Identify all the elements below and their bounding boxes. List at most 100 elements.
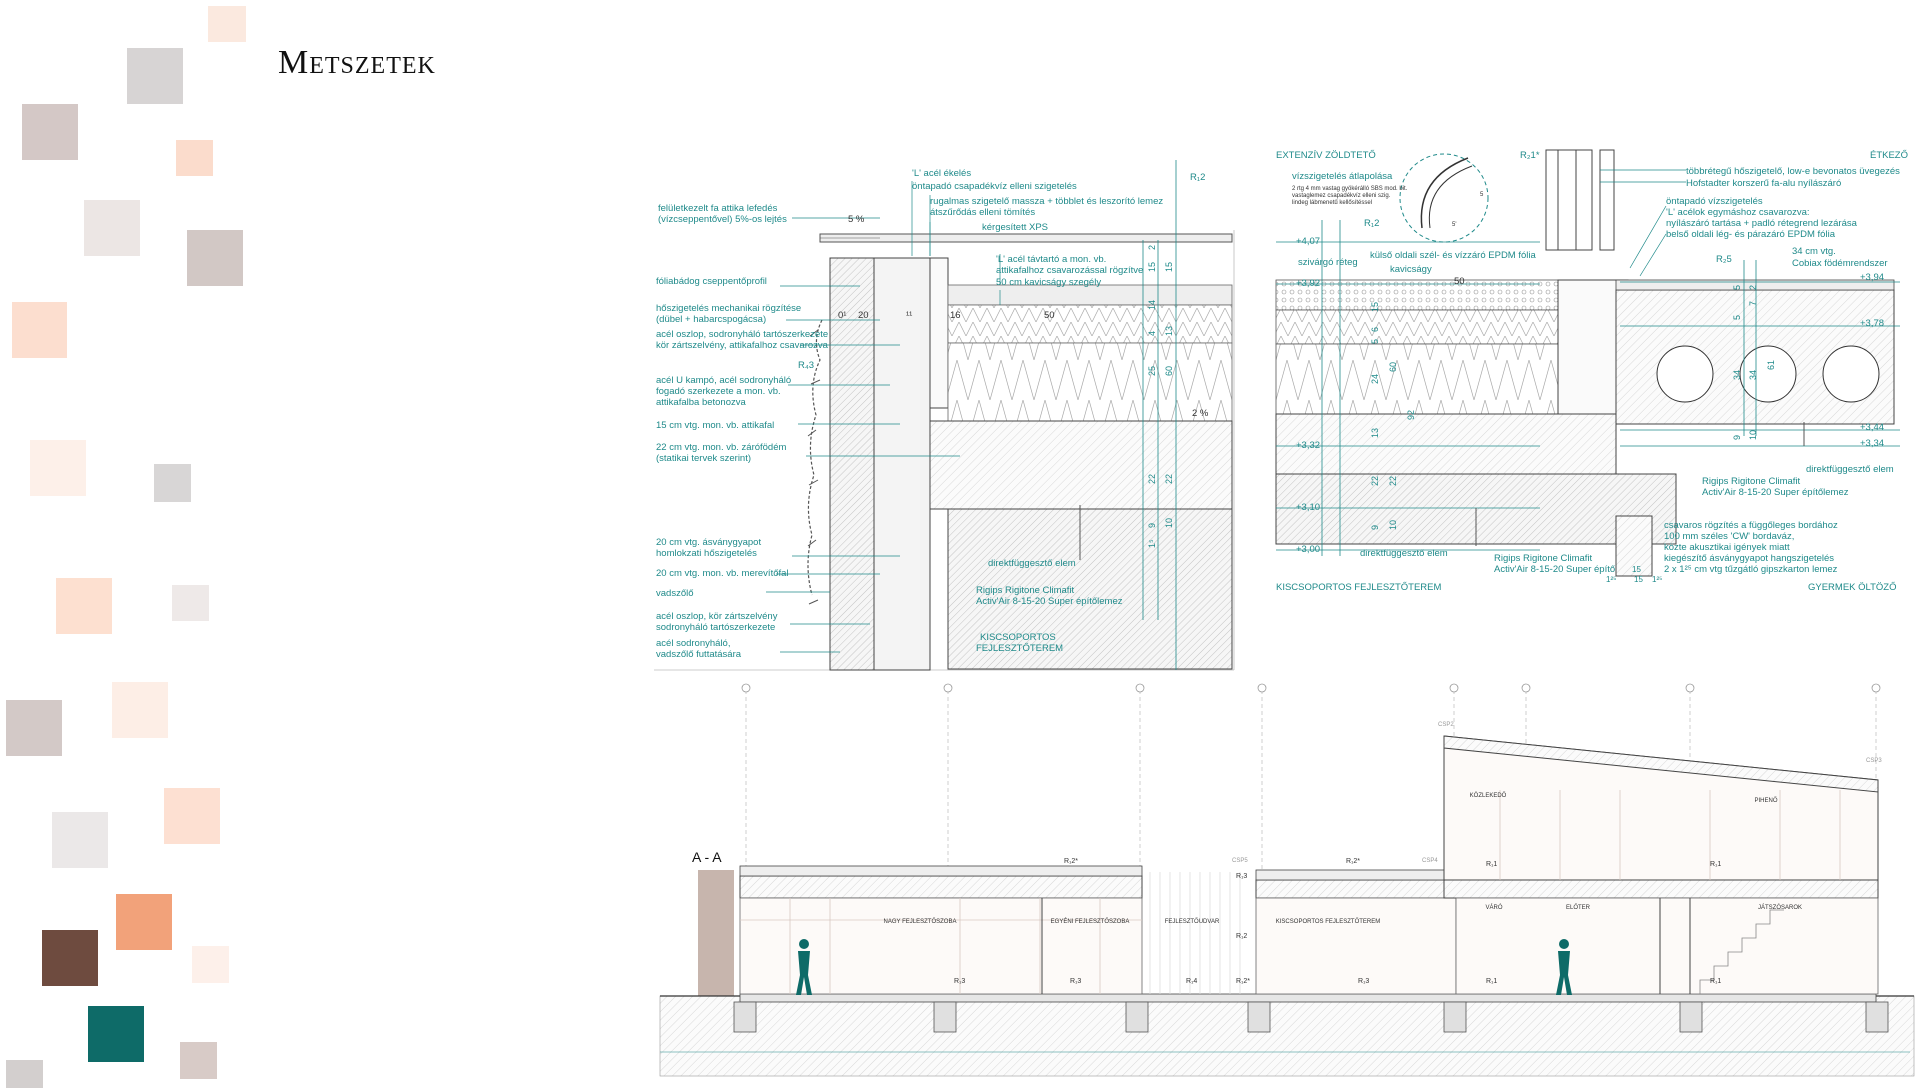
- label-hoszig-rogzites: hőszigetelés mechanikai rögzítése: [656, 303, 801, 314]
- csp-tag: CSP4: [1422, 858, 1438, 864]
- label-l-tavtarto: 'L' acél távtartó a mon. vb.: [996, 254, 1106, 265]
- label-betonozva: attikafalba betonozva: [656, 397, 747, 408]
- level-marker: +3,10: [1296, 502, 1320, 513]
- dim-v: 10: [1388, 520, 1398, 530]
- room-varo: VÁRÓ: [1485, 904, 1502, 911]
- dim-v: 9: [1147, 523, 1157, 528]
- label-direkt-r: direktfüggesztő elem: [1806, 464, 1894, 475]
- dim-v: 4: [1147, 331, 1157, 336]
- decorative-square: [56, 578, 112, 634]
- decorative-square: [12, 302, 67, 358]
- dim-small: 15: [1634, 575, 1643, 584]
- r-tag-top: R₁2: [1190, 172, 1205, 183]
- dim-h: 20: [858, 310, 869, 321]
- level-marker: +3,92: [1296, 278, 1320, 289]
- level-marker: +3,44: [1860, 422, 1884, 433]
- label-34cm: 34 cm vtg.: [1792, 246, 1836, 257]
- dim-v: 15: [1370, 302, 1380, 312]
- label-homlokzati: homlokzati hőszigetelés: [656, 548, 757, 559]
- label-fogado: fogadó szerkezete a mon. vb.: [656, 386, 781, 397]
- r-tag-top-right: R₂1*: [1520, 150, 1540, 161]
- dim-v: 15: [1147, 262, 1157, 272]
- dim-v: 25: [1147, 366, 1157, 376]
- decorative-square: [164, 788, 220, 844]
- dim-h: 50: [1044, 310, 1055, 321]
- r-tag: R₁1: [1710, 978, 1721, 985]
- decorative-square: [112, 682, 168, 738]
- label-activair-r: Activ'Air 8-15-20 Super építőlemez: [1702, 487, 1849, 498]
- dim-v: 14: [1147, 300, 1157, 310]
- dim-v: 9: [1732, 435, 1742, 440]
- detail-dim: 5': [1452, 222, 1456, 228]
- dim-v: 22: [1370, 476, 1380, 486]
- decorative-square: [88, 1006, 144, 1062]
- dim-v: 61: [1766, 360, 1776, 370]
- label-ontapado: öntapadó csapadékvíz elleni szigetelés: [912, 181, 1077, 192]
- label-uvegezes: többrétegű hőszigetelő, low-e bevonatos …: [1686, 166, 1900, 177]
- dim-h: ¹¹: [906, 310, 912, 321]
- room-fejlesztoudvar: FEJLESZTŐUDVAR: [1165, 918, 1220, 925]
- dim-v: 6: [1370, 327, 1380, 332]
- room-label-left-2: FEJLESZTŐTEREM: [976, 643, 1063, 654]
- decorative-square: [127, 48, 183, 104]
- label-direktfuggeszto: direktfüggesztő elem: [988, 558, 1076, 569]
- decorative-square: [192, 946, 229, 983]
- r-tag: R₁3: [1070, 978, 1081, 985]
- label-atszurodes: átszűrődás elleni tömítés: [930, 207, 1035, 218]
- r-tag: R₁2*: [1064, 858, 1078, 865]
- label-epdm-kulso: külső oldali szél- és vízzáró EPDM fólia: [1370, 250, 1536, 261]
- label-sodronyhalo: acél sodronyháló,: [656, 638, 730, 649]
- label-zarofodem: 22 cm vtg. mon. vb. zárófödém: [656, 442, 787, 453]
- csp-tag: CSP3: [1866, 758, 1882, 764]
- decorative-square: [6, 700, 62, 756]
- label-akusztikai: közte akusztikai igények miatt: [1664, 542, 1790, 553]
- decorative-square: [116, 894, 172, 950]
- dim-v: 5: [1732, 285, 1742, 290]
- decorative-square: [208, 6, 246, 42]
- dim-v: 5: [1732, 315, 1742, 320]
- label-kor-zartszelveny: kör zártszelvény, attikafalhoz csavarozv…: [656, 340, 829, 351]
- dim-v: 13: [1370, 428, 1380, 438]
- room-label-left: KISCSOPORTOS: [980, 632, 1056, 643]
- label-l-acel-ekeles: 'L' acél ékelés: [912, 168, 971, 179]
- r-tag: R₁2*: [1236, 978, 1250, 985]
- label-rigips: Rigips Rigitone Climafit: [976, 585, 1075, 596]
- label-xps: kérgesített XPS: [982, 222, 1048, 233]
- label-statikai: (statikai tervek szerint): [656, 453, 751, 464]
- r-tag-left: R₁2: [1364, 218, 1379, 229]
- dim-small: 1²⁵: [1606, 575, 1616, 584]
- dim-v: 22: [1147, 474, 1157, 484]
- label-u-kampo: acél U kampó, acél sodronyháló: [656, 375, 791, 386]
- dim-v: 10: [1164, 518, 1174, 528]
- r-tag: R₁2: [1236, 933, 1247, 940]
- room-bottom-right: GYERMEK ÖLTÖZŐ: [1808, 582, 1897, 593]
- slope-top: 5 %: [848, 214, 865, 225]
- level-marker: +4,07: [1296, 236, 1320, 247]
- decorative-square: [187, 230, 243, 286]
- label-csavaros: csavaros rögzítés a függőleges bordához: [1664, 520, 1838, 531]
- label-direkt-l: direktfüggesztő elem: [1360, 548, 1448, 559]
- header-etkezo: ÉTKEZŐ: [1870, 150, 1908, 161]
- room-eloter: ELŐTER: [1566, 904, 1591, 911]
- label-l-acelok: 'L' acélok egymáshoz csavarozva:: [1666, 207, 1810, 218]
- r-tag: R₁3: [1358, 978, 1369, 985]
- label-kavicsagy: kavicságy: [1390, 264, 1432, 275]
- r-tag: R₁4: [1186, 978, 1197, 985]
- label-kavicsagy-szegely: 50 cm kavicságy szegély: [996, 277, 1101, 288]
- label-dubel: (dübel + habarcspogácsa): [656, 314, 766, 325]
- r-tag: R₁1: [1486, 861, 1497, 868]
- label-epdm-belso: belső oldali lég- és párazáró EPDM fólia: [1666, 229, 1836, 240]
- label-attikafal: 15 cm vtg. mon. vb. attikafal: [656, 420, 774, 431]
- dim-v: 1⁵: [1147, 539, 1157, 548]
- level-marker: +3,34: [1860, 438, 1884, 449]
- label-cseppento: fóliabádog cseppentőprofil: [656, 276, 767, 287]
- level-marker: +3,94: [1860, 272, 1884, 283]
- dim-small: 15: [1632, 565, 1641, 574]
- decorative-square: [52, 812, 108, 868]
- dim-v: 34: [1732, 370, 1742, 380]
- dim-v: 10: [1748, 430, 1758, 440]
- r-tag: R₁1: [1710, 861, 1721, 868]
- r-tag-mid: R₄3: [798, 360, 814, 371]
- label-rugalmas: rugalmas szigetelő massza + többlet és l…: [930, 196, 1163, 207]
